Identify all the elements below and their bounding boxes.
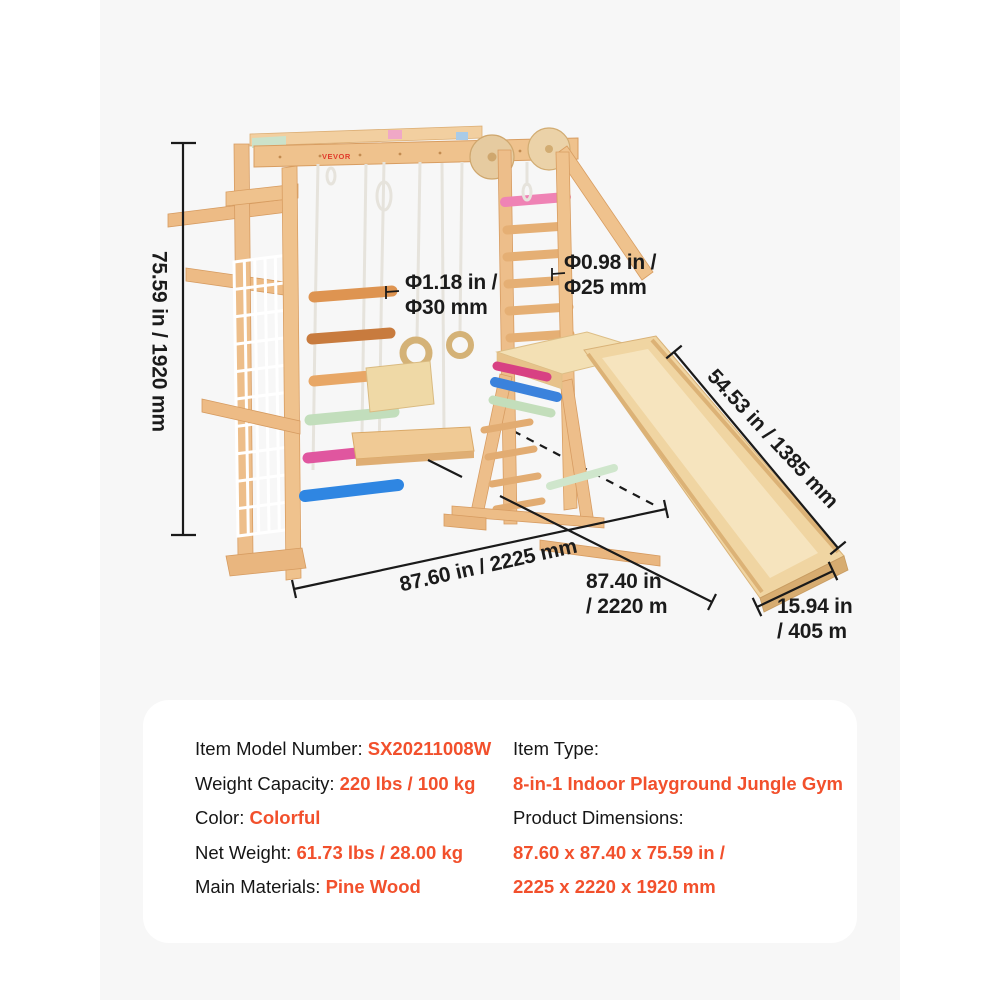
ladder-rungs	[502, 221, 575, 343]
wood-rung-2	[306, 327, 396, 345]
slide-width-dimension-label: 15.94 in / 405 m	[777, 595, 853, 643]
spec-row-net-weight: Net Weight: 61.73 lbs / 28.00 kg	[195, 841, 464, 863]
chair-swing	[351, 360, 475, 466]
spec-row-materials: Main Materials: Pine Wood	[195, 876, 421, 897]
spec-row-dimensions-in: 87.60 x 87.40 x 75.59 in /	[513, 841, 725, 863]
gym-ring-right	[446, 331, 474, 359]
left-tower	[201, 143, 307, 581]
dimension-lines	[171, 141, 847, 617]
swing-seat-edge	[356, 451, 474, 466]
ladder-rung-diameter-label: Φ0.98 in / Φ25 mm	[564, 251, 657, 299]
slide-length-dimension-line	[665, 344, 847, 556]
spec-column-right: Item Type: 8-in-1 Indoor Playground Jung…	[513, 738, 843, 911]
mint-bar-low	[546, 464, 618, 490]
spec-row-dimensions-mm: 2225 x 2220 x 1920 mm	[513, 876, 716, 897]
spec-row-dimensions-label: Product Dimensions:	[513, 807, 684, 828]
left-tower-foot	[225, 547, 307, 577]
spec-row-item-type-value: 8-in-1 Indoor Playground Jungle Gym	[513, 772, 843, 794]
blue-bar	[490, 377, 562, 402]
height-dimension-line	[171, 141, 196, 537]
spec-row-item-type-label: Item Type:	[513, 738, 600, 759]
pink-accessory	[388, 130, 402, 139]
right-tower-ladder	[497, 149, 578, 525]
green-rung	[304, 406, 400, 426]
wood-rung-1	[308, 285, 398, 303]
rung-diameter-bracket	[385, 286, 400, 299]
spec-row-weight-capacity: Weight Capacity: 220 lbs / 100 kg	[195, 772, 476, 794]
diagonal-brace	[555, 145, 654, 281]
spec-row-color: Color: Colorful	[195, 807, 321, 828]
platform-assembly	[443, 331, 661, 567]
green-bar	[488, 395, 556, 418]
brand-logo: VEVOR	[322, 152, 351, 161]
spec-row-model-number: Item Model Number: SX20211008W	[195, 738, 492, 759]
base-depth-dimension-line	[290, 499, 670, 599]
blue-rung	[299, 479, 404, 502]
rung-diameter-label: Φ1.18 in / Φ30 mm	[405, 271, 498, 319]
spec-panel: Item Model Number: SX20211008W Weight Ca…	[143, 700, 857, 943]
monkey-bar-bridge: VEVOR	[249, 125, 579, 180]
right-foot-board	[539, 539, 661, 567]
left-tower-front-post	[281, 165, 302, 581]
hanging-ropes	[311, 161, 533, 471]
ladder-diameter-bracket	[551, 268, 566, 281]
base-width-dimension-line	[427, 459, 717, 611]
base-width-dimension-label: 87.40 in / 2220 m	[586, 570, 668, 618]
slide	[583, 335, 849, 613]
slide-surface	[602, 349, 818, 578]
swing-backrest	[365, 360, 435, 413]
spec-column-left: Item Model Number: SX20211008W Weight Ca…	[195, 738, 491, 911]
crimson-bar	[492, 361, 552, 382]
pink-rung	[500, 192, 571, 207]
slide-width-dimension-line	[751, 561, 839, 617]
height-dimension-label: 75.59 in / 1920 mm	[147, 250, 171, 432]
blue-accessory	[456, 132, 468, 140]
